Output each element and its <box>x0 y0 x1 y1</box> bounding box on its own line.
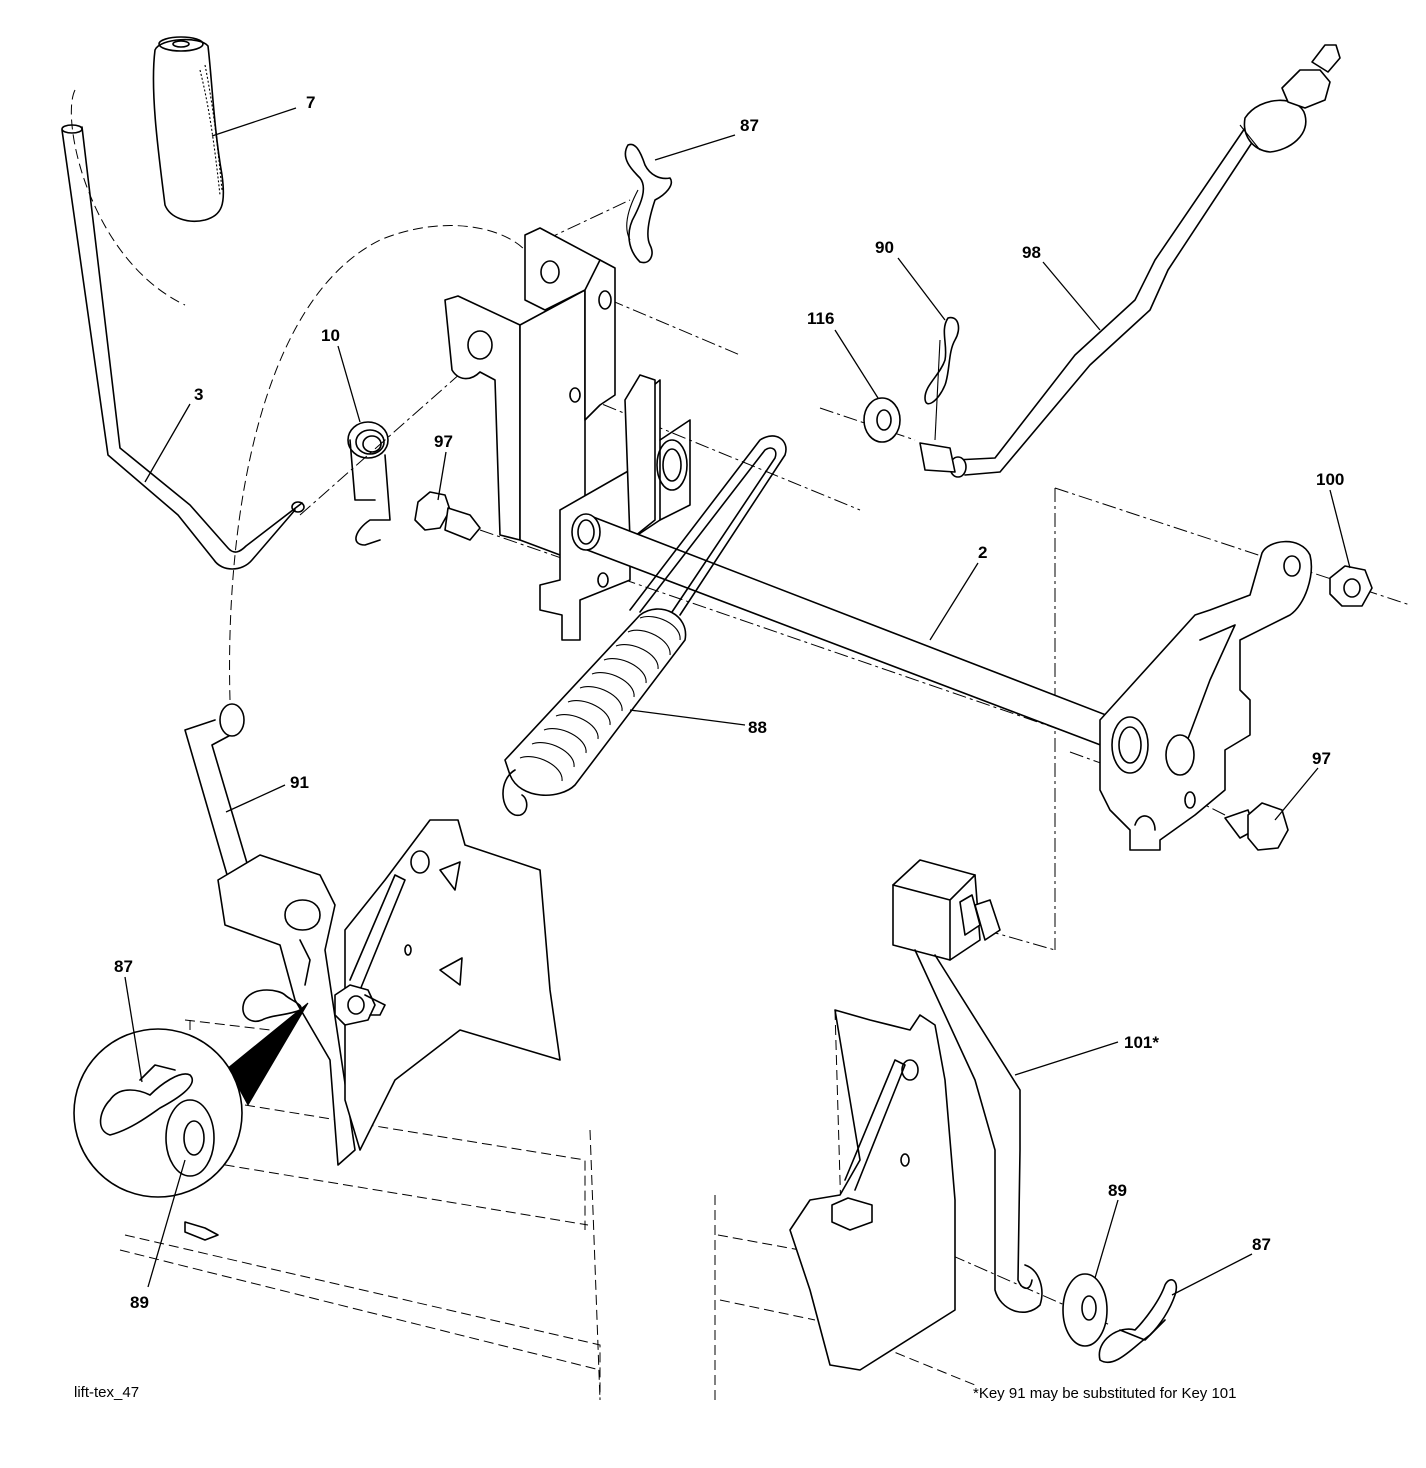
callout-2: 2 <box>978 543 987 562</box>
hairpin-part-90 <box>924 316 960 441</box>
deck-pin <box>184 1221 219 1241</box>
callout-116: 116 <box>807 309 834 328</box>
lift-link-part-101 <box>892 859 1043 1314</box>
detail-magnifier <box>73 1002 309 1198</box>
callout-labels: 7 87 90 98 116 10 3 97 2 100 88 91 97 87… <box>114 93 1344 1312</box>
shoulder-bolt-part-97-right <box>1224 802 1289 851</box>
callout-89-right: 89 <box>1108 1181 1127 1200</box>
hex-nut-part-100 <box>1329 565 1373 607</box>
callout-10: 10 <box>321 326 340 345</box>
callout-87-top: 87 <box>740 116 759 135</box>
lift-lever-part-3 <box>61 124 305 570</box>
diagram-id: lift-tex_47 <box>74 1384 139 1401</box>
callout-3: 3 <box>194 385 203 404</box>
shoulder-bolt-part-97-top <box>414 491 481 541</box>
left-pivot-plate <box>334 819 561 1151</box>
leader-lines <box>124 107 1351 1296</box>
right-pivot-plate <box>789 1009 956 1371</box>
callout-101: 101* <box>1124 1033 1159 1052</box>
callout-7: 7 <box>306 93 315 112</box>
callout-88: 88 <box>748 718 767 737</box>
lift-bracket <box>444 227 691 641</box>
washer-part-116 <box>863 397 901 443</box>
torsion-spring-part-10 <box>347 421 391 546</box>
callout-100: 100 <box>1316 470 1344 489</box>
callout-87-left: 87 <box>114 957 133 976</box>
handle-grip-part-7 <box>152 36 225 222</box>
spring-hook-wire <box>629 435 787 616</box>
washer-part-89-right <box>1062 1273 1108 1347</box>
callout-90: 90 <box>875 238 894 257</box>
callout-97-top: 97 <box>434 432 453 451</box>
callout-91: 91 <box>290 773 309 792</box>
lift-link-part-98 <box>919 44 1341 478</box>
callout-89-left: 89 <box>130 1293 149 1312</box>
left-lift-arm <box>217 854 356 1166</box>
callout-97-right: 97 <box>1312 749 1331 768</box>
callout-87-right: 87 <box>1252 1235 1271 1254</box>
callout-98: 98 <box>1022 243 1041 262</box>
footnote: *Key 91 may be substituted for Key 101 <box>973 1385 1237 1402</box>
hairpin-clip-part-87-right <box>1098 1279 1178 1363</box>
hairpin-clip-part-87-top <box>624 143 673 264</box>
lift-arm-plate <box>1099 540 1313 851</box>
extension-spring-part-88 <box>502 608 687 817</box>
